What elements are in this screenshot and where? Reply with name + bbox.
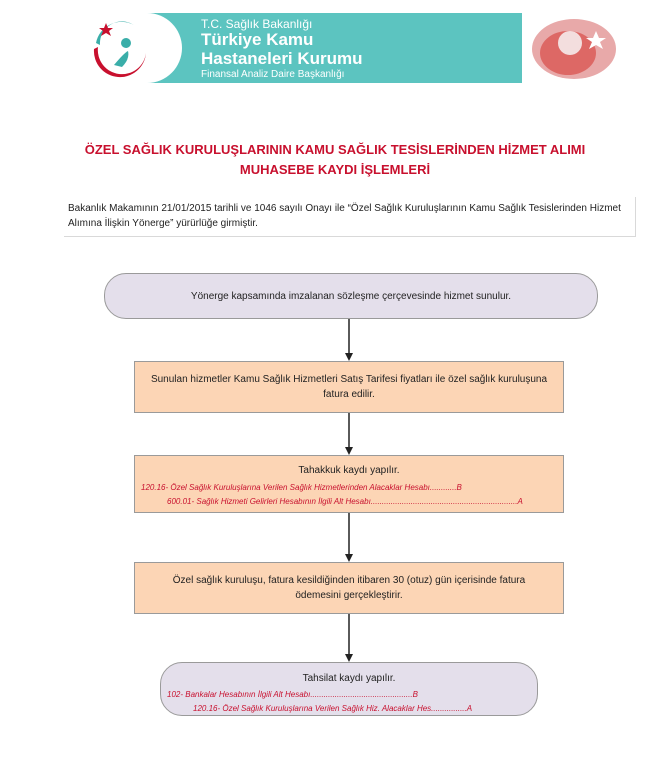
collection-title: Tahsilat kaydı yapılır. [161,671,537,686]
accrual-credit-entry: 600.01- Sağlık Hizmeti Gelirleri Hesabın… [167,494,523,509]
flow-step-accrual: Tahakkuk kaydı yapılır. 120.16- Özel Sağ… [134,455,564,513]
flow-step-collection: Tahsilat kaydı yapılır. 102- Bankalar He… [160,662,538,716]
flow-step-service-text: Yönerge kapsamında imzalanan sözleşme çe… [191,289,511,304]
collection-debit-entry: 102- Bankalar Hesabının İlgili Alt Hesab… [167,687,418,702]
flow-step-payment-text: Özel sağlık kuruluşu, fatura kesildiğind… [149,573,549,603]
flow-step-invoice-text: Sunulan hizmetler Kamu Sağlık Hizmetleri… [149,372,549,402]
accrual-debit-entry: 120.16- Özel Sağlık Kuruluşlarına Verile… [141,480,462,495]
flow-step-payment: Özel sağlık kuruluşu, fatura kesildiğind… [134,562,564,614]
accrual-title: Tahakkuk kaydı yapılır. [135,463,563,478]
flow-step-invoice: Sunulan hizmetler Kamu Sağlık Hizmetleri… [134,361,564,413]
flow-step-service: Yönerge kapsamında imzalanan sözleşme çe… [104,273,598,319]
collection-credit-entry: 120.16- Özel Sağlık Kuruluşlarına Verile… [193,701,472,716]
